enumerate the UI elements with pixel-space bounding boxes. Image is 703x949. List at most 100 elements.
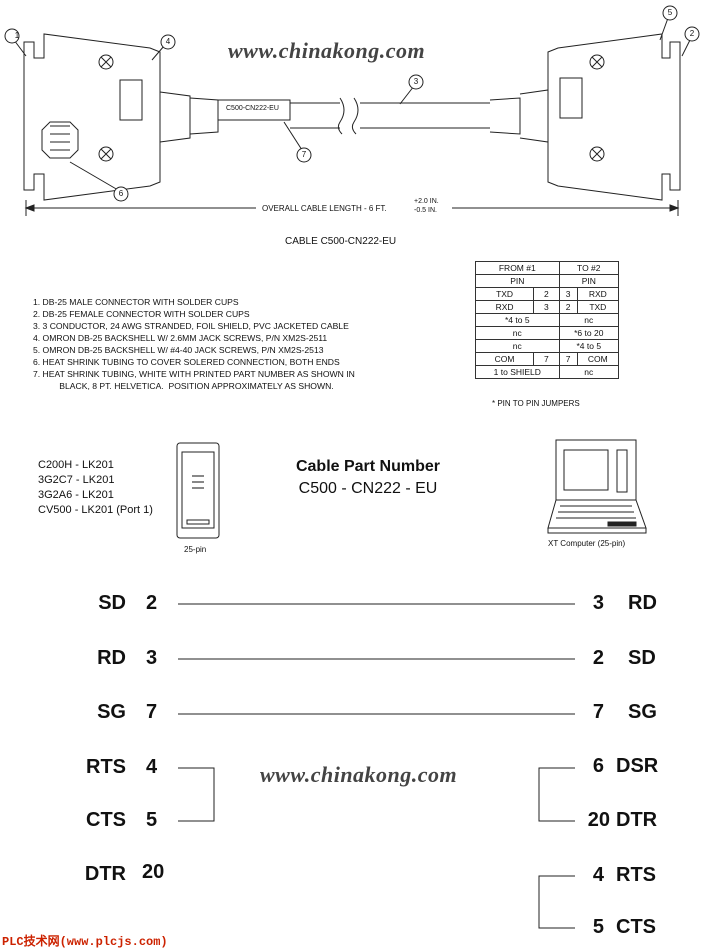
right-signal-name: SG — [628, 701, 657, 723]
list-item: 3G2A6 - LK201 — [38, 489, 114, 501]
computer-caption: XT Computer (25-pin) — [548, 539, 626, 548]
table-cell: COM — [576, 352, 620, 366]
table-cell: 2 — [533, 287, 560, 301]
table-cell: *6 to 20 — [558, 326, 620, 340]
table-cell: RXD — [474, 300, 535, 314]
table-header-row: PIN PIN — [475, 274, 620, 288]
table-row: nc *6 to 20 — [475, 326, 620, 340]
part-number-value: C500 - CN222 - EU — [298, 480, 438, 497]
right-signal-name: RTS — [616, 864, 656, 886]
plc-model-list: C200H - LK201 3G2C7 - LK201 3G2A6 - LK20… — [38, 458, 153, 518]
note-item: 5. OMRON DB-25 BACKSHELL W/ #4-40 JACK S… — [33, 345, 324, 355]
note-item: 6. HEAT SHRINK TUBING TO COVER SOLERED C… — [33, 357, 340, 367]
right-signal-name: SD — [628, 647, 656, 669]
left-connector — [23, 33, 219, 201]
table-cell: RXD — [576, 287, 620, 301]
left-signal-name: RTS — [86, 756, 126, 778]
table-header-cell: PIN — [558, 274, 620, 288]
list-item: C200H - LK201 — [38, 459, 114, 471]
note-item: 3. 3 CONDUCTOR, 24 AWG STRANDED, FOIL SH… — [33, 321, 349, 331]
table-header-cell: TO #2 — [558, 261, 620, 275]
left-signal-name: DTR — [84, 863, 126, 885]
table-row: RXD 3 2 TXD — [474, 300, 620, 314]
notes-list: 1. DB-25 MALE CONNECTOR WITH SOLDER CUPS… — [33, 296, 355, 392]
left-signal-name: SD — [98, 592, 126, 614]
right-pin-number: 20 — [587, 809, 610, 831]
left-signal-name: CTS — [86, 809, 126, 831]
callout-3: 3 — [413, 77, 419, 86]
note-item: BLACK, 8 PT. HELVETICA. POSITION APPROXI… — [33, 381, 334, 391]
table-cell: TXD — [576, 300, 620, 314]
tolerance-minus: -0.5 IN. — [414, 207, 437, 214]
left-pin-number: 5 — [146, 809, 158, 831]
note-item: 7. HEAT SHRINK TUBING, WHITE WITH PRINTE… — [33, 369, 355, 379]
heat-shrink-label — [217, 99, 291, 121]
footer-site-credit: PLC技术网(www.plcjs.com) — [2, 935, 168, 949]
table-footnote: * PIN TO PIN JUMPERS — [492, 399, 580, 408]
table-cell: 2 — [558, 300, 578, 314]
left-pin-number: 2 — [146, 592, 158, 614]
watermark-middle: www.chinakong.com — [260, 762, 458, 787]
pin-table: FROM #1 TO #2 PIN PIN TXD 2 3 RXD RXD 3 … — [474, 261, 620, 379]
left-pin-number: 20 — [142, 861, 165, 883]
right-pin-number: 7 — [592, 701, 604, 723]
callout-2: 2 — [689, 29, 695, 38]
table-cell: *4 to 5 — [558, 339, 620, 353]
right-pin-number: 6 — [592, 755, 604, 777]
callout-4: 4 — [165, 37, 171, 46]
list-item: CV500 - LK201 (Port 1) — [38, 504, 153, 516]
right-pin-number: 4 — [592, 864, 604, 886]
right-signal-name: CTS — [616, 916, 656, 938]
callout-7: 7 — [301, 150, 307, 159]
table-header-cell: FROM #1 — [475, 261, 560, 275]
plc-connector-graphic — [176, 442, 220, 539]
note-item: 4. OMRON DB-25 BACKSHELL W/ 2.6MM JACK S… — [33, 333, 328, 343]
tolerance-plus: +2.0 IN. — [414, 198, 439, 205]
left-pin-number: 7 — [146, 701, 158, 723]
callout-6: 6 — [118, 189, 124, 198]
table-cell: COM — [474, 352, 535, 366]
left-pin-number: 3 — [146, 647, 158, 669]
table-cell: 7 — [533, 352, 560, 366]
table-row: COM 7 7 COM — [474, 352, 620, 366]
table-cell: TXD — [474, 287, 535, 301]
right-pin-number: 2 — [592, 647, 604, 669]
table-cell: 3 — [558, 287, 578, 301]
cable-print-label: C500-CN222-EU — [226, 105, 279, 112]
table-cell: nc — [558, 365, 620, 379]
callout-1: 1 — [14, 31, 20, 40]
left-pin-number: 4 — [146, 756, 158, 778]
callout-5: 5 — [667, 8, 673, 17]
note-item: 2. DB-25 FEMALE CONNECTOR WITH SOLDER CU… — [33, 309, 250, 319]
right-pin-number: 3 — [592, 592, 604, 614]
table-row: 1 to SHIELD nc — [475, 365, 620, 379]
table-header-cell: PIN — [475, 274, 560, 288]
cable-length-text: OVERALL CABLE LENGTH - 6 FT. — [262, 204, 387, 213]
right-signal-name: DTR — [616, 809, 658, 831]
cable-title: CABLE C500-CN222-EU — [285, 236, 397, 247]
right-signal-name: DSR — [616, 755, 659, 777]
table-cell: 3 — [533, 300, 560, 314]
table-row: *4 to 5 nc — [475, 313, 620, 327]
note-item: 1. DB-25 MALE CONNECTOR WITH SOLDER CUPS — [33, 297, 239, 307]
left-signal-name: SG — [97, 701, 126, 723]
list-item: 3G2C7 - LK201 — [38, 474, 115, 486]
right-pin-number: 5 — [592, 916, 604, 938]
table-cell: nc — [475, 339, 560, 353]
right-connector — [489, 33, 681, 201]
table-cell: *4 to 5 — [475, 313, 560, 327]
table-row: nc *4 to 5 — [475, 339, 620, 353]
table-cell: nc — [475, 326, 560, 340]
table-header-row: FROM #1 TO #2 — [475, 261, 620, 275]
connector-caption: 25-pin — [184, 545, 207, 554]
right-signal-name: RD — [628, 592, 657, 614]
table-row: TXD 2 3 RXD — [474, 287, 620, 301]
part-number-title: Cable Part Number — [295, 458, 441, 475]
table-cell: nc — [558, 313, 620, 327]
watermark-top: www.chinakong.com — [228, 38, 426, 63]
table-cell: 1 to SHIELD — [475, 365, 560, 379]
xt-computer-graphic — [547, 439, 647, 534]
table-cell: 7 — [558, 352, 578, 366]
left-signal-name: RD — [97, 647, 126, 669]
